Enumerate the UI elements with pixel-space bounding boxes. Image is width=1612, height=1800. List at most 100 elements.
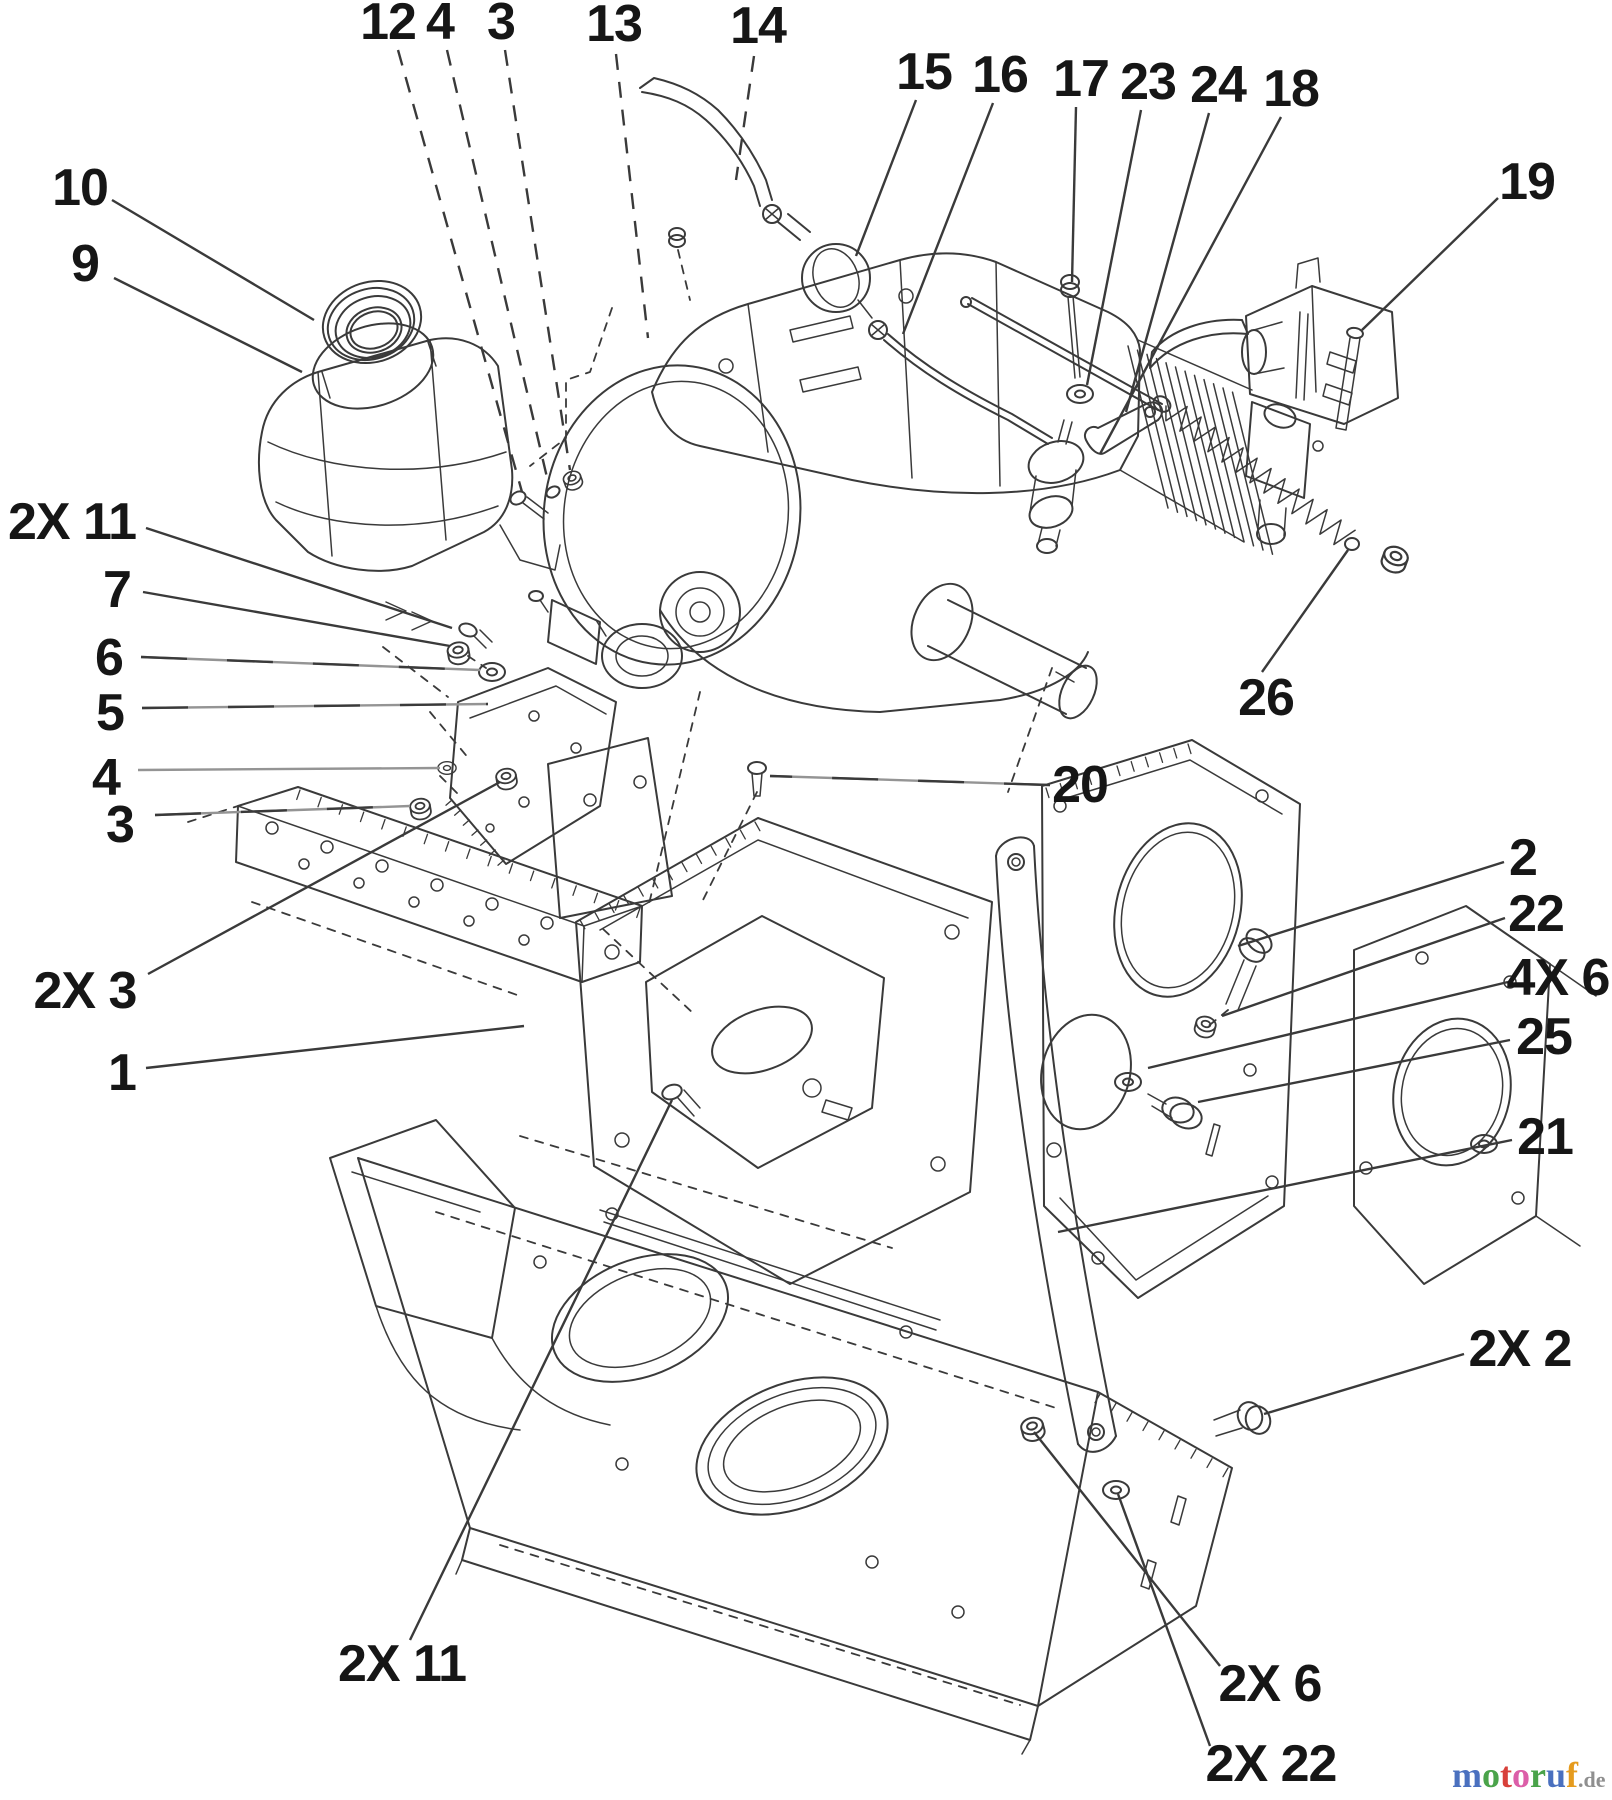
leader-line — [1098, 116, 1283, 455]
callout-label-2x2: 2X 2 — [1469, 1320, 1572, 1378]
nut-22 — [1192, 1013, 1219, 1041]
callout-label-5: 5 — [96, 684, 124, 742]
carriage-bolt-11 — [458, 622, 493, 649]
hose-clamp-icon — [868, 320, 888, 340]
engine-shroud — [651, 252, 1141, 495]
filler-neck — [311, 279, 435, 410]
hidden-lines — [187, 307, 1057, 1706]
leader-line — [111, 198, 315, 322]
callout-label-9: 9 — [71, 235, 99, 293]
frame-rail — [235, 786, 643, 983]
bolt-20 — [747, 761, 767, 797]
leader-line — [901, 102, 995, 335]
engine-mount-plate — [575, 817, 993, 1285]
watermark: motoruf.de — [1452, 1755, 1606, 1795]
callout-label-14: 14 — [730, 0, 787, 55]
leader-line — [854, 99, 918, 257]
leader-line — [503, 49, 572, 471]
crankcase — [659, 609, 1089, 713]
bolt-25 — [1147, 1093, 1203, 1130]
spring-26 — [1152, 395, 1412, 577]
callout-label-2x3: 2X 3 — [34, 962, 137, 1020]
leader-line — [1070, 106, 1078, 283]
frame-tunnel — [357, 1099, 1233, 1755]
bolt-2x2 — [1213, 1401, 1272, 1437]
callout-label-3-top: 3 — [487, 0, 515, 51]
cable-guide-arc — [1149, 318, 1249, 369]
callout-label-6: 6 — [95, 629, 123, 687]
carburetor — [1245, 401, 1324, 545]
leader-line — [137, 766, 441, 772]
tank-body — [257, 337, 514, 572]
callout-label-3-left: 3 — [106, 796, 134, 854]
callout-label-2x11-bottom: 2X 11 — [338, 1635, 466, 1693]
chevron-marks-icon — [385, 601, 433, 631]
pin-19 — [1335, 326, 1364, 431]
fuel-filter — [801, 243, 871, 313]
leader-line — [614, 53, 650, 339]
fuel-tank — [257, 279, 586, 572]
loose-hardware — [661, 761, 1273, 1500]
mount-slot — [711, 1005, 813, 1075]
callout-label-2x6: 2X 6 — [1219, 1655, 1322, 1713]
callout-label-2x22: 2X 22 — [1206, 1735, 1337, 1793]
leader-line — [1033, 1431, 1221, 1667]
leader-line — [1124, 112, 1211, 413]
frame-left-leg — [329, 1119, 611, 1431]
callout-label-25: 25 — [1516, 1008, 1572, 1066]
leader-line — [1361, 197, 1499, 331]
leader-line — [396, 49, 524, 493]
callout-label-2-right: 2 — [1509, 829, 1537, 887]
fuel-hose — [639, 77, 1053, 445]
tank-mount-hardware — [509, 468, 586, 520]
watermark-text: motoruf.de — [1452, 1755, 1606, 1795]
leader-line — [154, 804, 411, 817]
callout-label-26: 26 — [1238, 669, 1294, 727]
edge-hatching — [296, 743, 1229, 1478]
oval-opening-2 — [695, 1376, 889, 1516]
nut-3 — [408, 796, 433, 822]
leader-line — [145, 1024, 525, 1070]
leader-line — [113, 276, 303, 374]
muffler — [595, 619, 683, 689]
callout-label-18: 18 — [1263, 60, 1319, 118]
leader-line — [1221, 916, 1506, 1018]
leader-line — [769, 774, 1051, 787]
gasket-plate-right — [1353, 905, 1597, 1285]
leader-line — [1057, 1138, 1513, 1234]
rail-holes — [265, 821, 554, 946]
leader-line — [147, 780, 501, 976]
bolt-2 — [1205, 928, 1273, 1029]
bracket-hardware-cluster — [382, 601, 519, 822]
callout-label-20: 20 — [1052, 756, 1108, 814]
engine-foot-bracket — [528, 590, 601, 665]
callout-label-17: 17 — [1053, 50, 1109, 108]
engine-assembly — [528, 227, 1324, 720]
callout-label-7: 7 — [103, 561, 131, 619]
leader-line — [408, 1099, 674, 1641]
fuel-line — [883, 333, 1053, 445]
small-corner-plate — [547, 737, 673, 919]
gasket-plate-center — [1040, 739, 1301, 1299]
leader-line — [734, 55, 756, 181]
callout-label-23: 23 — [1120, 53, 1176, 111]
heater-box — [1241, 257, 1399, 425]
callout-label-22-right: 22 — [1508, 885, 1564, 943]
cooling-fins — [1119, 339, 1274, 555]
nut-2x6 — [1018, 1414, 1048, 1445]
leader-line — [1085, 109, 1143, 386]
engine-top-nut — [668, 227, 686, 248]
leader-line — [1263, 1352, 1465, 1416]
leader-line — [445, 49, 551, 487]
callout-label-16: 16 — [972, 46, 1028, 104]
leader-line — [145, 526, 453, 630]
recoil-housing — [542, 364, 802, 666]
leader-line — [142, 590, 451, 648]
output-shaft — [910, 582, 1098, 720]
callout-label-13: 13 — [586, 0, 642, 53]
leader-line — [140, 655, 481, 672]
callout-label-1: 1 — [108, 1044, 136, 1102]
leader-line — [1197, 1038, 1511, 1104]
